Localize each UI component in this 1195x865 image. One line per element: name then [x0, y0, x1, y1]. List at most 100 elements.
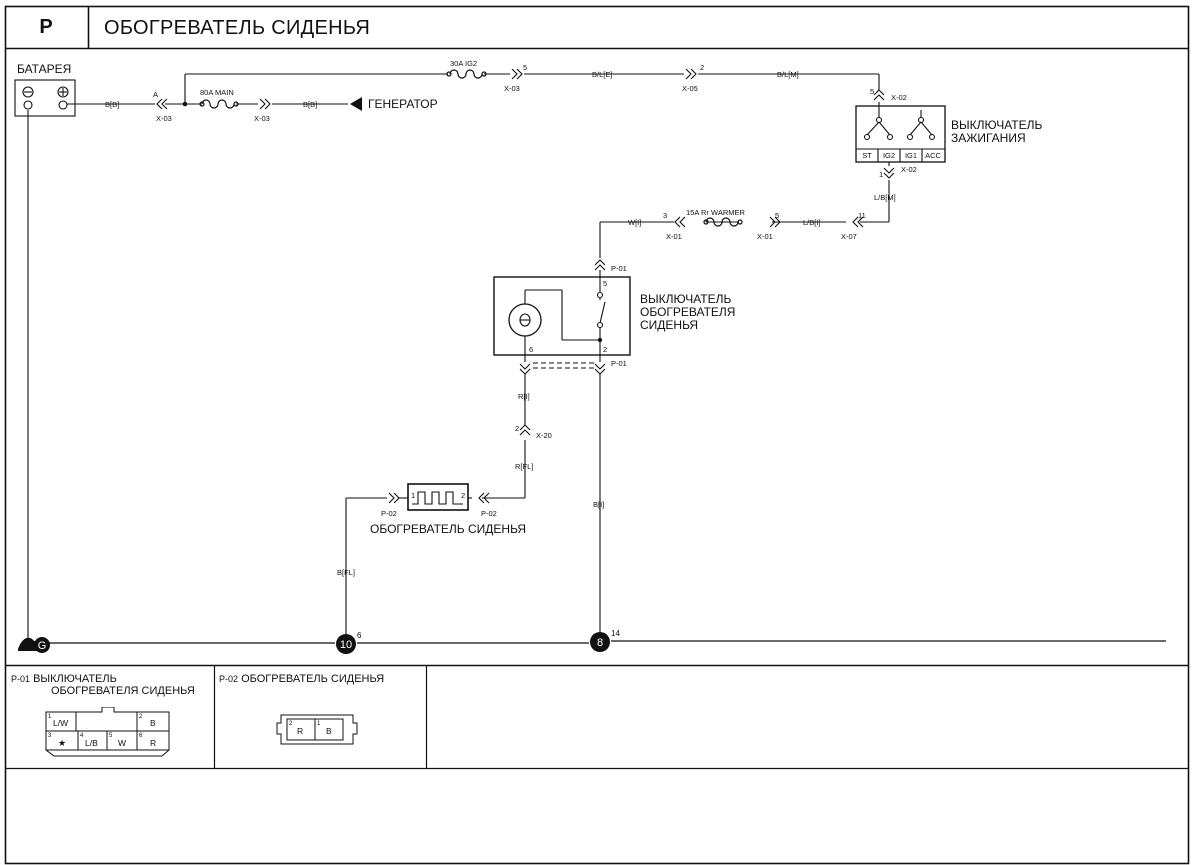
wire-lb-i: L/B[I]: [803, 218, 821, 227]
svg-text:X-01: X-01: [666, 232, 682, 241]
svg-text:5: 5: [603, 279, 607, 288]
svg-text:ST: ST: [862, 151, 872, 160]
connector-x03-main: [259, 98, 271, 110]
svg-text:6: 6: [139, 733, 143, 739]
svg-text:1: 1: [317, 721, 321, 727]
svg-text:IG2: IG2: [883, 151, 895, 160]
svg-text:B[B]: B[B]: [303, 100, 317, 109]
connector-x05: [685, 68, 697, 80]
svg-text:X-07: X-07: [841, 232, 857, 241]
svg-text:4: 4: [80, 733, 84, 739]
svg-text:B: B: [150, 718, 156, 728]
connector-p01-bottom-right: [594, 363, 606, 375]
heater-switch-label: ВЫКЛЮЧАТЕЛЬ: [640, 292, 731, 306]
heater-switch-box: [493, 276, 631, 356]
connector-p01-top: [594, 259, 606, 271]
ground-point-g: G: [18, 637, 50, 653]
svg-text:P-01: P-01: [611, 264, 627, 273]
connector-p01-face: 1 L/W 2 B 3 ★ 4 L/B 5 W 6 R: [45, 707, 170, 757]
svg-text:2: 2: [461, 491, 465, 500]
main-fuse-symbol: [201, 99, 235, 109]
svg-text:1: 1: [879, 170, 883, 179]
svg-text:5: 5: [870, 87, 874, 96]
connector-x20: [519, 424, 531, 436]
warmer-fuse-symbol: [705, 217, 739, 227]
legend-p01: P-01 ВЫКЛЮЧАТЕЛЬ ОБОГРЕВАТЕЛЯ СИДЕНЬЯ: [11, 673, 195, 697]
connector-p02-right: [478, 492, 490, 504]
svg-text:СИДЕНЬЯ: СИДЕНЬЯ: [640, 318, 698, 332]
svg-text:L/W: L/W: [53, 718, 68, 728]
svg-text:G: G: [38, 640, 47, 652]
svg-text:14: 14: [611, 629, 620, 638]
battery-wire-label: B[B]: [105, 100, 119, 109]
svg-text:3: 3: [663, 211, 667, 220]
svg-text:X-03: X-03: [156, 114, 172, 123]
section-code: P: [39, 15, 53, 38]
seat-heater-element: [407, 483, 469, 511]
svg-text:2: 2: [700, 63, 704, 72]
svg-text:2: 2: [139, 714, 143, 720]
svg-text:X-03: X-03: [254, 114, 270, 123]
svg-text:R: R: [297, 726, 303, 736]
battery-symbol: [14, 79, 76, 117]
ig2-fuse-label: 30A IG2: [450, 59, 477, 68]
svg-text:3: 3: [48, 733, 52, 739]
svg-text:ACC: ACC: [925, 151, 941, 160]
wire-b-fl: B[FL]: [337, 568, 355, 577]
wire-bl-e: B/L[E]: [592, 70, 612, 79]
svg-text:X-01: X-01: [757, 232, 773, 241]
svg-text:5: 5: [775, 211, 779, 220]
connector-x01-out: [674, 216, 686, 228]
svg-text:R: R: [150, 738, 156, 748]
svg-text:5: 5: [109, 733, 113, 739]
page-title: ОБОГРЕВАТЕЛЬ СИДЕНЬЯ: [104, 17, 371, 39]
svg-text:IG1: IG1: [905, 151, 917, 160]
svg-text:5: 5: [523, 63, 527, 72]
connector-p01-bottom-left: [519, 363, 531, 375]
svg-text:X-02: X-02: [891, 93, 907, 102]
svg-text:P-01: P-01: [611, 359, 627, 368]
ignition-switch-label: ВЫКЛЮЧАТЕЛЬ: [951, 118, 1042, 132]
svg-text:P-02: P-02: [381, 509, 397, 518]
svg-text:X-03: X-03: [504, 84, 520, 93]
svg-text:6: 6: [357, 631, 362, 640]
svg-text:W: W: [118, 738, 126, 748]
svg-text:1: 1: [48, 714, 52, 720]
svg-text:L/B: L/B: [85, 738, 98, 748]
connector-p02-left: [388, 492, 400, 504]
svg-text:8: 8: [597, 637, 603, 649]
connector-x03-battery: [156, 98, 168, 110]
svg-text:A: A: [153, 90, 158, 99]
svg-text:10: 10: [340, 639, 352, 651]
battery-label: БАТАРЕЯ: [17, 62, 71, 76]
connector-x07: [852, 216, 864, 228]
svg-text:2: 2: [603, 345, 607, 354]
svg-text:B: B: [326, 726, 332, 736]
wire-b-i: B[I]: [593, 500, 604, 509]
svg-text:2: 2: [515, 424, 519, 433]
generator-label: ГЕНЕРАТОР: [368, 97, 438, 111]
legend-p02: P-02 ОБОГРЕВАТЕЛЬ СИДЕНЬЯ: [219, 673, 385, 685]
wire-lb-m: L/B[M]: [874, 193, 896, 202]
wire-r-i: R[I]: [518, 392, 530, 401]
main-fuse-label: 80A MAIN: [200, 88, 234, 97]
svg-text:6: 6: [529, 345, 533, 354]
svg-text:★: ★: [58, 738, 66, 748]
svg-text:X-02: X-02: [901, 165, 917, 174]
wire-w-i: W[I]: [628, 218, 641, 227]
svg-text:ЗАЖИГАНИЯ: ЗАЖИГАНИЯ: [951, 131, 1026, 145]
wire-r-fl: R[FL]: [515, 462, 533, 471]
svg-text:2: 2: [289, 721, 293, 727]
svg-text:1: 1: [411, 491, 415, 500]
connector-p02-face: 2 R 1 B: [276, 714, 358, 745]
connector-x02-in: [873, 89, 885, 101]
connector-x02-out: [883, 167, 895, 179]
connector-x03-ig2: [511, 68, 523, 80]
svg-text:X-20: X-20: [536, 431, 552, 440]
svg-text:11: 11: [858, 211, 866, 220]
warmer-fuse-label: 15A Rr WARMER: [686, 208, 745, 217]
svg-text:X-05: X-05: [682, 84, 698, 93]
svg-text:P-02: P-02: [481, 509, 497, 518]
